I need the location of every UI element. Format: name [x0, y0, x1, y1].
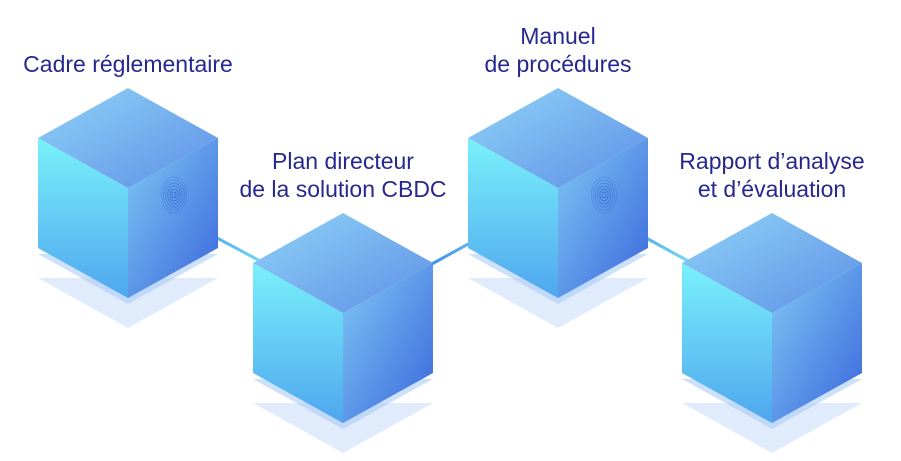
ripple-ring: [169, 188, 179, 202]
step-label-4: Rapport d’analyse et d’évaluation: [679, 147, 864, 203]
step-label-3: Manuel de procédures: [484, 22, 631, 78]
ripple-ring: [599, 188, 609, 202]
cube-3-layer-2: [468, 278, 648, 328]
cube-2-layer-2: [253, 403, 433, 453]
cube-3-left-face: [468, 138, 558, 298]
cube-1-ripple: [160, 176, 187, 214]
step-label-1-line-1: Cadre réglementaire: [23, 51, 233, 77]
cubes: [38, 88, 862, 453]
cube-3: [468, 88, 648, 328]
cube-1-right-face: [128, 138, 218, 298]
ripple-ring: [597, 185, 611, 205]
cube-3-ripple: [591, 176, 618, 214]
cube-2-top-face: [253, 213, 433, 313]
step-label-3-line-2: de procédures: [484, 51, 632, 77]
cube-2-right-face: [343, 263, 433, 423]
ripple-ring: [601, 191, 607, 199]
step-label-2-line-2: de la solution CBDC: [239, 176, 447, 202]
ripple-ring: [591, 176, 618, 214]
cube-3-right-face: [558, 138, 648, 298]
step-label-4-line-2: et d’évaluation: [697, 176, 847, 202]
cube-4-right-face: [772, 263, 862, 423]
cube-1-top-face: [38, 88, 218, 188]
ripple-ring: [593, 179, 615, 211]
ripple-ring: [165, 182, 183, 208]
step-label-2: Plan directeur de la solution CBDC: [239, 147, 446, 203]
ripple-ring: [595, 182, 613, 208]
ripple-ring: [163, 179, 185, 211]
step-label-1: Cadre réglementaire: [23, 50, 233, 78]
ripple-ring: [171, 191, 177, 199]
cube-1-left-face: [38, 138, 128, 298]
step-label-2-line-1: Plan directeur: [272, 148, 414, 174]
cube-4: [682, 213, 862, 453]
ripple-ring: [160, 176, 187, 214]
step-label-3-line-1: Manuel: [520, 23, 596, 49]
cube-4-layer-2: [682, 403, 862, 453]
cube-1-layer-2: [38, 278, 218, 328]
cube-1: [38, 88, 218, 328]
cube-2: [253, 213, 433, 453]
cube-2-left-face: [253, 263, 343, 423]
cube-4-top-face: [682, 213, 862, 313]
ripple-ring: [167, 185, 181, 205]
cube-3-top-face: [468, 88, 648, 188]
step-label-4-line-1: Rapport d’analyse: [679, 148, 865, 174]
cube-4-left-face: [682, 263, 772, 423]
